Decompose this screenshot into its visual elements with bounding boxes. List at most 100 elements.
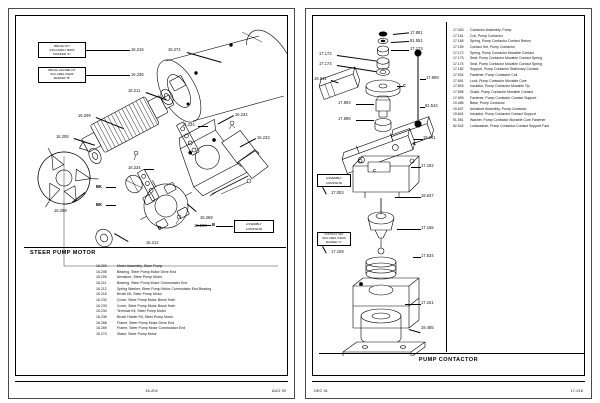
- part-row: 16.212 Spring Washer, Steer Pump Motor C…: [96, 287, 211, 293]
- part-description: Fastener, Pump Contactor Contact Support: [470, 95, 537, 100]
- mark-bk-lower: BK: [96, 202, 103, 207]
- callout-17-896: 17.896: [338, 116, 351, 121]
- callout-17-534: 17.534: [421, 253, 434, 258]
- part-number: 16.233: [96, 303, 107, 308]
- callout-82-542: 82.542: [425, 103, 438, 108]
- part-number: 16.236: [96, 314, 107, 319]
- right-page-frame: ASSEMBLY COMPLETE 17.003 CONTACT SET INC…: [312, 15, 585, 376]
- leader-line: [196, 225, 211, 226]
- part-number: 16.234: [96, 309, 107, 314]
- leader-line: [420, 79, 426, 80]
- callout-17-899: 17.899: [426, 75, 439, 80]
- kit-line: MARKED "B": [53, 76, 71, 80]
- brush-kit-callout-box: BRUSH KIT INCLUDES ITEMS MARKED "K": [38, 42, 86, 58]
- right-footer-rule: [312, 381, 585, 382]
- callout-16-233: 16.233: [257, 135, 270, 140]
- part-description: Support, Pump Contactor Stationary Conta…: [470, 67, 539, 72]
- part-number: 19.841: [453, 112, 464, 117]
- leader-line: [198, 126, 208, 127]
- kit-line: BRUSH KIT: [54, 43, 70, 48]
- left-parts-list: 16.200 Motor Assembly, Steer Pump 16.208…: [96, 264, 211, 338]
- leader-line: [356, 120, 374, 121]
- leader-line: [397, 229, 421, 230]
- leader-line: [395, 197, 421, 198]
- part-row: 19.637 Armature Assembly, Pump Contactor: [453, 107, 549, 113]
- part-row: 17.172 Spring, Pump Contactor Movable Co…: [453, 51, 549, 57]
- leader-line: [414, 139, 423, 140]
- mark-b-right: B: [212, 222, 216, 227]
- callout-16-209: 16.209: [78, 113, 91, 118]
- part-number: 16.232: [96, 297, 107, 302]
- part-number: 17.174: [453, 61, 464, 66]
- part-number: 16.274: [96, 331, 107, 336]
- part-description: Terminal Kit, Steer Pump Motor: [117, 309, 166, 314]
- part-description: Contact Set, Pump Contactor: [470, 44, 515, 49]
- callout-16-234-upper: 16.234: [182, 122, 195, 127]
- part-number: 16.209: [96, 275, 107, 280]
- leader-line: [405, 304, 421, 305]
- part-description: Cover, Steer Pump Motor Brush Hole: [117, 297, 176, 302]
- callout-17-003: 17.003: [331, 190, 344, 195]
- leader-line: [391, 50, 409, 51]
- kit-line: MARKED "C": [325, 240, 343, 244]
- callout-16-236: 16.236: [131, 72, 144, 77]
- right-catalog-page: ASSEMBLY COMPLETE 17.003 CONTACT SET INC…: [305, 8, 592, 399]
- kit-line: COMPLETE: [325, 180, 343, 185]
- left-footer-rule: [15, 381, 288, 382]
- part-description: Cover, Steer Pump Motor Brush Hole: [117, 303, 176, 308]
- part-row: 17.165 Spring, Pump Contactor Contact Re…: [453, 39, 549, 45]
- brush-holder-kit-callout-box: BRUSH HOLDER KIT INCLUDES ITEMS MARKED "…: [38, 67, 86, 83]
- part-number: 82.542: [453, 123, 464, 128]
- leader-line: [397, 86, 403, 87]
- leader-line: [106, 187, 116, 188]
- part-description: Armature, Steer Pump Motor: [117, 275, 162, 280]
- pump-contactor-exploded-view: [318, 31, 434, 356]
- part-number: 17.896: [453, 89, 464, 94]
- callout-16-269: 16.269: [200, 215, 213, 220]
- mark-bk-upper: BK: [96, 184, 103, 189]
- part-number: 19.485: [453, 101, 464, 106]
- part-number: 17.169: [453, 44, 464, 49]
- callout-16-268: 16.268: [54, 208, 67, 213]
- kit-line: INCLUDES ITEMS: [322, 237, 346, 241]
- part-description: Seat, Pump Contactor Movable Contact Spr…: [470, 56, 542, 61]
- callout-16-232: 16.232: [235, 112, 248, 117]
- part-row: 17.161 Coil, Pump Contactor: [453, 34, 549, 40]
- left-catalog-page: BRUSH KIT INCLUDES ITEMS MARKED "K" 16.2…: [8, 8, 295, 399]
- part-description: Stator, Steer Pump Motor: [117, 331, 157, 336]
- part-description: Brush Kit, Steer Pump Motor: [117, 292, 162, 297]
- right-page-date: DEC 91: [314, 389, 328, 393]
- part-number: 17.172: [453, 50, 464, 55]
- part-number: 17.165: [453, 39, 464, 44]
- part-description: Seat, Pump Contactor Movable Contact Spr…: [470, 61, 542, 66]
- leader-line: [413, 257, 421, 258]
- part-description: Motor Assembly, Steer Pump: [117, 264, 163, 268]
- part-row: 17.896 Guide, Pump Contactor Movable Con…: [453, 90, 549, 96]
- part-description: Frame, Steer Pump Motor Commutator End: [117, 326, 186, 331]
- leader-line: [86, 50, 130, 51]
- part-description: Bearing, Steer Pump Motor Commutator End: [117, 280, 188, 285]
- part-description: Washer, Pump Contactor Movable Core Fast…: [470, 118, 546, 122]
- part-number: 16.269: [96, 326, 107, 331]
- part-number: 17.899: [453, 95, 464, 100]
- contact-set-callout-box: CONTACT SET INCLUDES ITEMS MARKED "C": [317, 232, 351, 246]
- part-number: 17.893: [453, 84, 464, 89]
- part-description: Spring Washer, Steer Pump Motor Commutat…: [117, 286, 212, 291]
- part-number: 91.551: [453, 118, 464, 122]
- part-number: 16.211: [96, 280, 107, 285]
- part-row: 82.542 Lockwasher, Pump Contactor Contac…: [453, 124, 549, 130]
- part-description: Brush Holder Kit, Steer Pump Motor: [117, 314, 174, 319]
- part-number: 16.216: [96, 292, 107, 297]
- part-row: 19.485 Base, Pump Contactor: [453, 101, 549, 107]
- part-description: Insulator, Pump Contactor Contact Suppor…: [470, 112, 536, 117]
- callout-16-200: 16.200: [194, 223, 207, 228]
- callout-17-169: 17.169: [331, 249, 344, 254]
- part-row: 16.200 Motor Assembly, Steer Pump: [96, 264, 211, 270]
- part-row: 16.236 Brush Holder Kit, Steer Pump Moto…: [96, 315, 211, 321]
- leader-line: [144, 169, 154, 170]
- title-rule: [24, 247, 286, 248]
- part-number: 16.200: [96, 264, 107, 268]
- assembly-complete-callout-box: ASSEMBLY COMPLETE: [234, 220, 274, 233]
- kit-line: COMPLETE: [245, 226, 263, 231]
